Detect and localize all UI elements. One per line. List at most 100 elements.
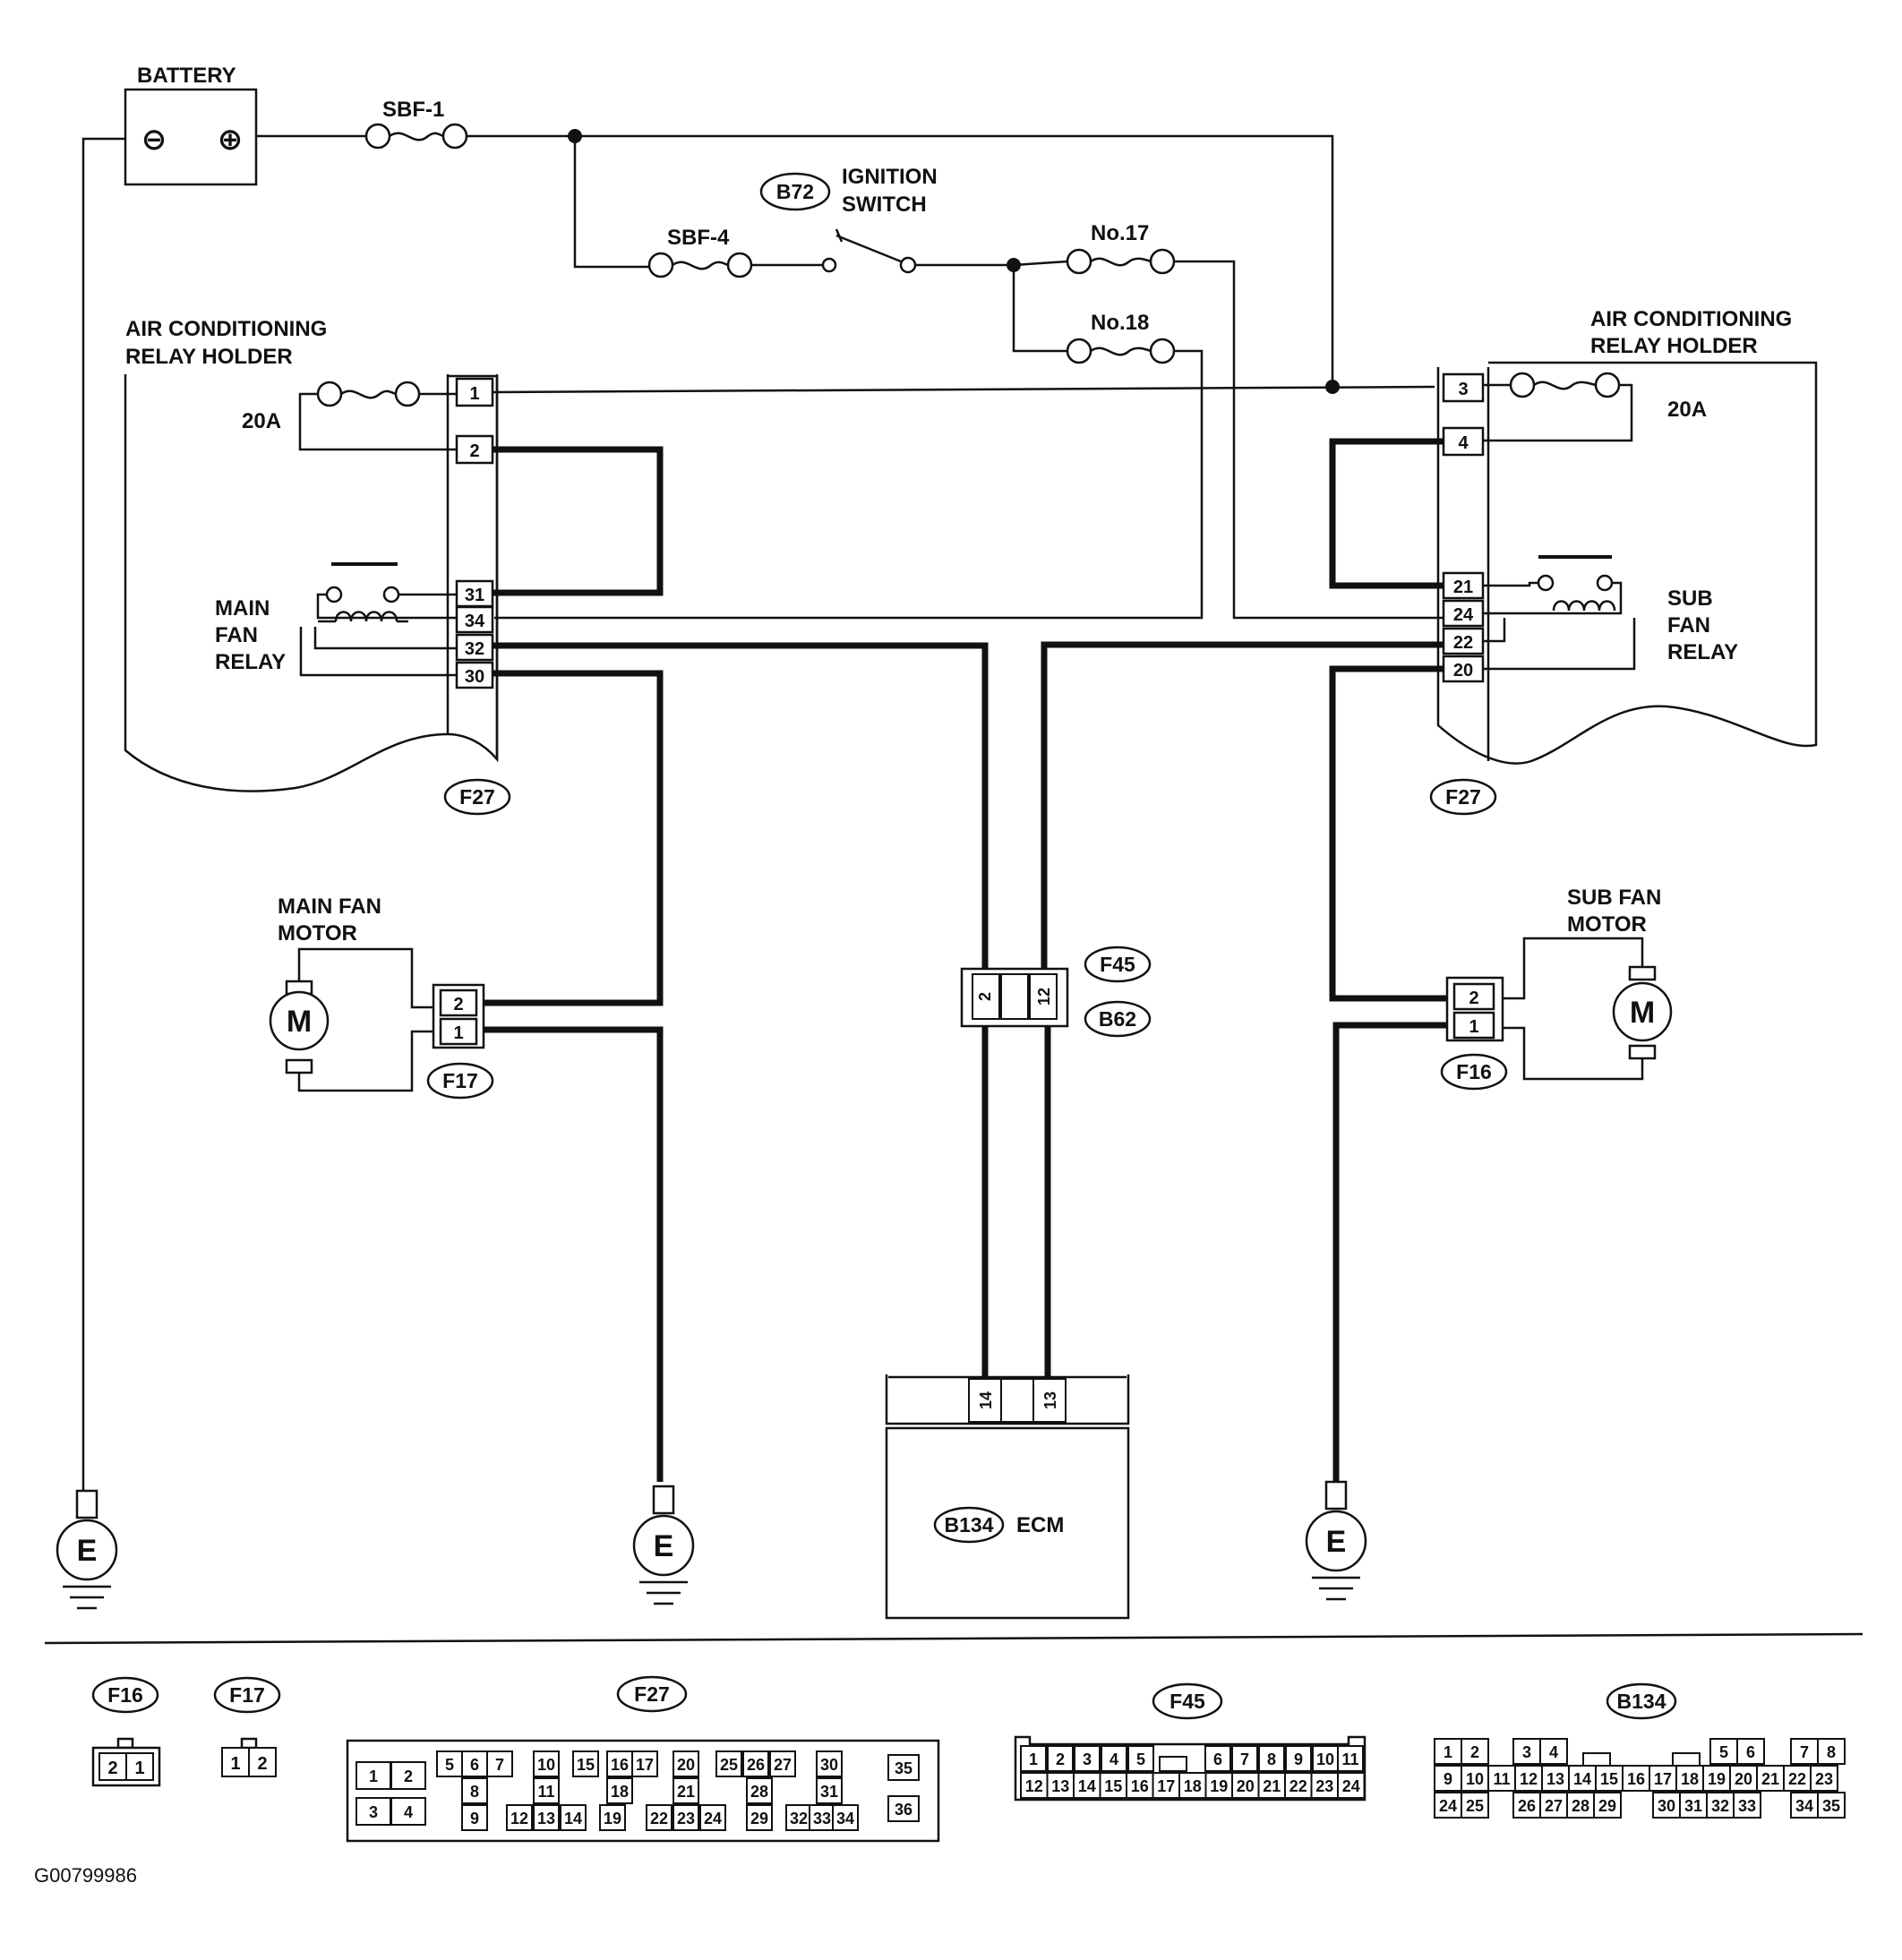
legend-f27-pin-label: 33 [813,1810,831,1827]
legend-f27-pin-label: 9 [470,1810,479,1827]
legend-f45-pin-label: 2 [1056,1750,1065,1768]
legend-f27-pin-cell [816,1777,843,1804]
legend-f27-pin-label: 2 [404,1767,413,1785]
legend-f27-pin-cell [887,1754,920,1781]
earth-middle-symbol: E [654,1529,674,1563]
diagram-id: G00799986 [34,1864,137,1887]
legend-f45-pin-label: 16 [1131,1777,1149,1795]
legend-b134-pin-label: 18 [1681,1770,1699,1788]
sub-relay-label-3: RELAY [1667,640,1738,664]
earth-left: E [56,1489,118,1610]
legend-f45-pin-label: 13 [1051,1777,1069,1795]
earth-right: E [1305,1480,1367,1601]
left-pin-1: 1 [469,384,479,404]
battery-label: BATTERY [137,64,236,88]
legend-f27-pin-label: 19 [604,1810,621,1827]
legend-f45-pin-cell [1284,1772,1313,1799]
legend-f27-pin-label: 35 [895,1759,912,1777]
legend-f27-pin-cell [506,1804,533,1831]
legend-f45-pin-cell [1337,1745,1364,1772]
earth-middle: E [632,1485,695,1605]
wire-sbf1-bus [467,134,1334,387]
legend-f27-pin-cell [486,1750,513,1777]
legend-f16: F16 2 1 [91,1676,161,1787]
main-relay-label-3: RELAY [215,650,286,674]
sbf4-label: SBF-4 [667,226,730,250]
legend-f45-pin-cell [1231,1745,1258,1772]
legend-b134-pin-label: 25 [1466,1797,1484,1815]
legend-f27-pin-label: 8 [470,1783,479,1801]
legend-f17: F17 1 2 [213,1676,281,1777]
fuse-no18: No.18 [1066,311,1176,364]
legend-b134-pin-label: 16 [1627,1770,1645,1788]
legend-f27-pin-label: 25 [720,1756,738,1774]
legend-f17-pin-a: 1 [230,1754,240,1774]
legend-b134-pin-label: 29 [1598,1797,1616,1815]
connector-f27-left-label: F27 [459,785,495,809]
main-relay-label-1: MAIN [215,596,270,621]
legend-f45-pin-label: 5 [1136,1750,1145,1768]
legend-b134-pin-label: 23 [1815,1770,1833,1788]
legend-f45-pin-cell [1073,1772,1101,1799]
no18-label: No.18 [1091,311,1149,335]
legend-b134-pin-label: 24 [1439,1797,1457,1815]
earth-left-symbol: E [77,1534,98,1568]
legend-f27-title: F27 [634,1682,670,1706]
legend-b134-pin-label: 9 [1444,1770,1452,1788]
legend-f45-pin-label: 6 [1213,1750,1222,1768]
legend-f27-pin-label: 18 [611,1783,629,1801]
right-pin-4: 4 [1458,433,1469,453]
legend-b134-pin-label: 35 [1822,1797,1840,1815]
legend-f45-pin-cell [1126,1772,1154,1799]
sub-motor-label-2: MOTOR [1567,912,1647,937]
legend-b134-pin-cell [1709,1738,1738,1765]
legend-f27-pin-cell [769,1750,796,1777]
legend-f27-pin-label: 1 [369,1767,378,1785]
legend-f45-pin-cell [1257,1772,1286,1799]
connector-f16-oval [1440,1053,1508,1091]
legend-f45-pin-cell [1204,1745,1231,1772]
legend-f27-pin-cell [816,1750,843,1777]
legend-f45-pin-label: 12 [1025,1777,1043,1795]
legend-b134-pin-label: 34 [1795,1797,1813,1815]
legend-b134-pin-label: 8 [1827,1743,1836,1761]
legend-f27-pin-label: 20 [677,1756,695,1774]
left-pin-2: 2 [469,441,479,461]
legend-b134-pin-cell [1790,1792,1819,1819]
wire-no18-to-pin34 [494,349,1204,620]
f16-pin-2: 2 [1469,989,1478,1008]
right-pin-22: 22 [1453,633,1473,653]
legend-f27-pin-cell [572,1750,599,1777]
legend-b134-pin-cell [1622,1765,1650,1792]
legend-f27-pin-cell [560,1804,587,1831]
sub-relay-label-2: FAN [1667,613,1710,638]
ecm-pin-13: 13 [1041,1391,1059,1409]
legend-f27-pin-label: 6 [470,1756,479,1774]
legend-f27-pin-label: 23 [677,1810,695,1827]
legend-f27-pin-cell [533,1804,560,1831]
connector-f45-b62: 2 12 F45 B62 [960,946,1152,1038]
legend-b134-pin-cell [1790,1738,1819,1765]
legend-b134-pin-cell [1756,1765,1785,1792]
legend-f27-pin-label: 29 [750,1810,768,1827]
legend-f27-pin-cell [533,1777,560,1804]
left-pin-30: 30 [465,667,484,687]
connector-b62-oval [1084,1000,1152,1038]
legend-b134-pin-cell [1539,1738,1568,1765]
legend-f27-pin-label: 36 [895,1801,912,1819]
main-relay-label-2: FAN [215,623,258,647]
legend-f27-pin-cell [461,1804,488,1831]
legend-f45-pin-cell [1020,1772,1049,1799]
legend-f45-pin-label: 19 [1210,1777,1228,1795]
legend-f45-pin-cell [1285,1745,1312,1772]
fuse-sbf4: SBF-4 [647,226,753,278]
legend-f45-pin-label: 20 [1237,1777,1255,1795]
legend-f27-pin-cell [390,1761,426,1790]
legend-b134-pin-label: 32 [1711,1797,1729,1815]
sbf1-label: SBF-1 [382,98,444,122]
legend-b134-pin-cell [1729,1765,1758,1792]
wire-sub-motor-ground [1332,1022,1447,1482]
legend-b134-pin-label: 17 [1654,1770,1672,1788]
